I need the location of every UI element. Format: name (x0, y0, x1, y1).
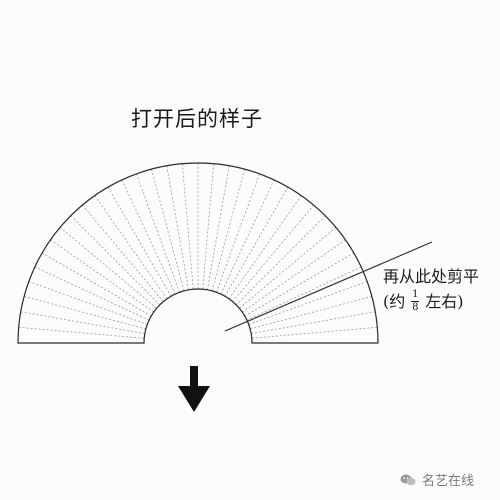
fold-line (181, 163, 194, 290)
fold-line (18, 326, 145, 339)
fold-line (24, 296, 146, 330)
watermark-text: 名艺在线 (422, 474, 475, 489)
wechat-icon (400, 474, 416, 485)
fold-line (81, 204, 164, 302)
fraction-one-eighth: 1 8 (411, 289, 420, 313)
fold-lines (18, 163, 378, 339)
fold-line (20, 311, 145, 335)
fold-line (121, 179, 176, 295)
fold-line (211, 169, 245, 291)
fraction-numerator: 1 (412, 289, 419, 300)
instruction-line-2: (约 1 8 左右) (383, 290, 479, 313)
fold-line (166, 165, 190, 290)
fold-line (206, 165, 230, 290)
fold-line (34, 266, 150, 321)
fold-line (136, 173, 180, 293)
fold-line (250, 296, 372, 330)
fold-line (59, 226, 157, 309)
cut-instruction: 再从此处剪平 (约 1 8 左右) (383, 266, 479, 313)
fold-line (151, 169, 185, 291)
fold-line (70, 215, 161, 306)
watermark: 名艺在线 (400, 470, 474, 489)
fold-line (50, 239, 154, 313)
fold-line (239, 226, 337, 309)
fan-outline (17, 162, 379, 344)
fold-line (41, 252, 152, 317)
instruction-suffix: 左右) (425, 291, 464, 311)
fold-line (228, 195, 302, 299)
fold-line (94, 195, 168, 299)
cut-pointer-line (224, 241, 433, 332)
fold-line (216, 173, 260, 293)
fraction-denominator: 8 (412, 302, 419, 313)
fold-line (248, 281, 368, 325)
fold-line (232, 204, 315, 302)
fold-line (251, 311, 376, 335)
fold-line (244, 252, 355, 317)
fold-line (28, 281, 148, 325)
fold-line (220, 179, 275, 295)
down-arrow-icon (178, 366, 210, 412)
fold-line (235, 215, 326, 306)
fold-line (242, 239, 346, 313)
instruction-prefix: (约 (383, 291, 406, 311)
fold-line (107, 186, 172, 297)
diagram-title: 打开后的样子 (131, 107, 263, 131)
fold-line (202, 163, 215, 290)
fraction-bar (411, 301, 420, 302)
fold-line (224, 186, 289, 297)
instruction-line-1: 再从此处剪平 (383, 267, 480, 286)
fold-line (251, 326, 378, 339)
fold-line (246, 266, 362, 321)
